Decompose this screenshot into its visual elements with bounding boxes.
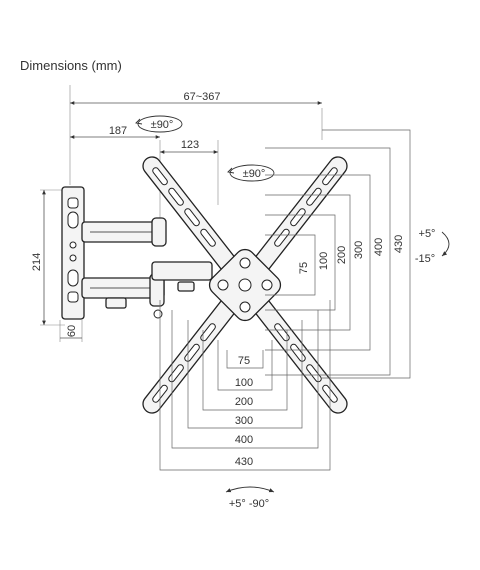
arm-segment-1-label: 187 [109,125,127,137]
wall-depth-label: 60 [66,325,78,337]
vesa-h-400: 400 [235,434,253,446]
dim-arm-segments: 187 123 [70,125,218,154]
vesa-h-200: 200 [235,396,253,408]
vesa-nested-dimensions [159,129,411,471]
dim-arm-range: 67~367 [70,91,322,105]
dim-wall-depth: 60 [60,325,82,339]
bottom-swivel-label: +5° -90° [229,498,269,510]
vesa-v-300: 300 [353,241,365,259]
vesa-h-100: 100 [235,377,253,389]
diagram-title: Dimensions (mm) [20,58,122,73]
vesa-v-100: 100 [318,252,330,270]
middle-arm [151,261,213,292]
lower-arm [81,273,165,319]
upper-arm [81,217,167,247]
vesa-h-300: 300 [235,415,253,427]
dim-wall-height: 214 [31,190,46,325]
vesa-v-400: 400 [373,238,385,256]
bottom-swivel-indicator: +5° -90° [225,486,275,510]
vesa-h-75: 75 [238,355,250,367]
vesa-v-430: 430 [393,235,405,253]
vesa-h-430: 430 [235,456,253,468]
arm-range-label: 67~367 [183,91,220,103]
tilt-indicator: +5° -15° [415,228,450,265]
tilt-up-label: +5° [419,228,436,240]
vesa-v-75: 75 [298,262,310,274]
swivel-arm-indicator: ±90° [135,115,183,133]
rotation-plate-indicator: ±90° [227,164,275,182]
wall-height-label: 214 [31,253,43,271]
arm-segment-2-label: 123 [181,139,199,151]
vesa-vertical-labels: 75 100 200 300 400 430 [298,235,405,274]
tilt-down-label: -15° [415,253,435,265]
vesa-horizontal-labels: 75 100 200 300 400 430 [235,355,253,468]
vesa-x-frame [142,156,348,414]
vesa-v-200: 200 [336,246,348,264]
rotation-plate-label: ±90° [243,168,266,180]
swivel-arm-label: ±90° [151,119,174,131]
wall-plate [61,186,85,320]
